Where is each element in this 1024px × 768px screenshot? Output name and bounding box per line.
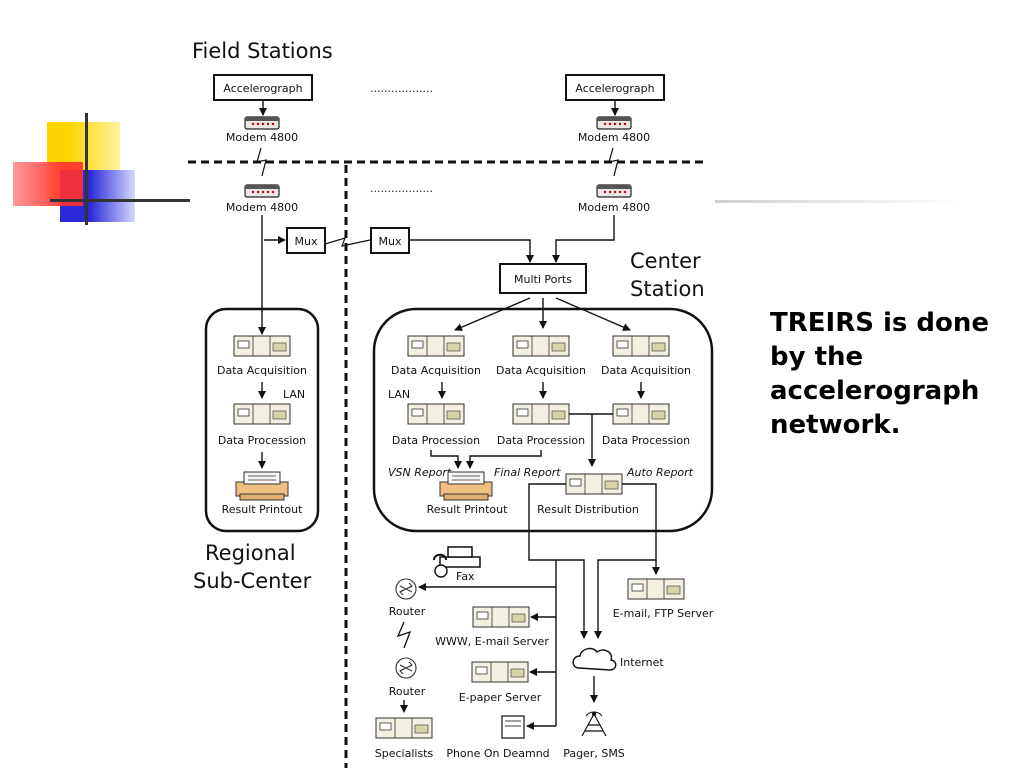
center-data-procession-2: Data Procession (497, 434, 585, 447)
server-icon (407, 335, 465, 357)
multi-ports-label: Multi Ports (514, 273, 572, 286)
modem-label-top-left: Modem 4800 (226, 131, 298, 144)
phone-icon (501, 715, 525, 739)
accelerograph-label-left: Accelerograph (223, 82, 302, 95)
modem-label-top-right: Modem 4800 (578, 131, 650, 144)
printer-icon (439, 471, 493, 501)
center-station-title-line1: Center (630, 249, 701, 273)
deco-vertical-line (85, 113, 88, 225)
modem-label-bottom-right: Modem 4800 (578, 201, 650, 214)
mux-label-right: Mux (379, 235, 402, 248)
www-email-server-label: WWW, E-mail Server (435, 635, 549, 648)
regional-title-line1: Regional (205, 541, 296, 565)
regional-sub-center-box (204, 307, 320, 533)
antenna-icon (581, 711, 607, 737)
router-label-1: Router (389, 605, 426, 618)
center-data-procession-1: Data Procession (392, 434, 480, 447)
regional-result-printout: Result Printout (222, 503, 303, 516)
center-data-acquisition-1: Data Acquisition (391, 364, 481, 377)
regional-data-acquisition: Data Acquisition (217, 364, 307, 377)
server-icon (472, 606, 530, 628)
server-icon (375, 717, 433, 739)
modem-icon (596, 184, 632, 198)
mux-label-left: Mux (295, 235, 318, 248)
router-icon (395, 657, 417, 679)
center-data-acquisition-3: Data Acquisition (601, 364, 691, 377)
deco-horizontal-line (50, 199, 190, 202)
epaper-server-label: E-paper Server (459, 691, 542, 704)
phone-on-demand-label: Phone On Deamnd (446, 747, 549, 760)
result-distribution-label: Result Distribution (537, 503, 639, 516)
modem-label-bottom-left: Modem 4800 (226, 201, 298, 214)
internet-label: Internet (620, 656, 664, 669)
server-icon (233, 403, 291, 425)
field-dots: .................. (370, 82, 433, 95)
server-icon (407, 403, 465, 425)
accelerograph-label-right: Accelerograph (575, 82, 654, 95)
server-icon (512, 403, 570, 425)
vsn-report-label: VSN Report (388, 466, 452, 479)
server-icon (471, 661, 529, 683)
printer-icon (235, 471, 289, 501)
center-lan-label: LAN (388, 388, 410, 401)
regional-data-procession: Data Procession (218, 434, 306, 447)
server-icon (565, 473, 623, 495)
final-report-label: Final Report (494, 466, 561, 479)
center-data-acquisition-2: Data Acquisition (496, 364, 586, 377)
modem-icon (596, 116, 632, 130)
pager-sms-label: Pager, SMS (563, 747, 625, 760)
fax-icon (433, 546, 481, 578)
fax-label: Fax (456, 570, 475, 583)
slide-caption: TREIRS is done by the accelerograph netw… (770, 308, 990, 440)
mux-box-right (370, 227, 410, 254)
regional-title-line2: Sub-Center (193, 569, 312, 593)
center-station-title-line2: Station (630, 277, 705, 301)
center-dots: .................. (370, 182, 433, 195)
email-ftp-server-label: E-mail, FTP Server (613, 607, 714, 620)
server-icon (612, 403, 670, 425)
field-stations-title: Field Stations (192, 39, 333, 63)
router-label-2: Router (389, 685, 426, 698)
accelerograph-box-left (213, 74, 313, 101)
server-icon (233, 335, 291, 357)
center-data-procession-3: Data Procession (602, 434, 690, 447)
cloud-icon (572, 647, 617, 671)
auto-report-label: Auto Report (626, 466, 694, 479)
deco-fade-line (715, 200, 965, 203)
deco-red-square (13, 162, 83, 206)
center-result-printout: Result Printout (427, 503, 508, 516)
regional-lan-label: LAN (283, 388, 305, 401)
mux-box-left (286, 227, 326, 254)
server-icon (627, 578, 685, 600)
router-icon (395, 578, 417, 600)
modem-icon (244, 184, 280, 198)
server-icon (612, 335, 670, 357)
server-icon (512, 335, 570, 357)
multi-ports-box (499, 263, 587, 294)
modem-icon (244, 116, 280, 130)
specialists-label: Specialists (375, 747, 434, 760)
